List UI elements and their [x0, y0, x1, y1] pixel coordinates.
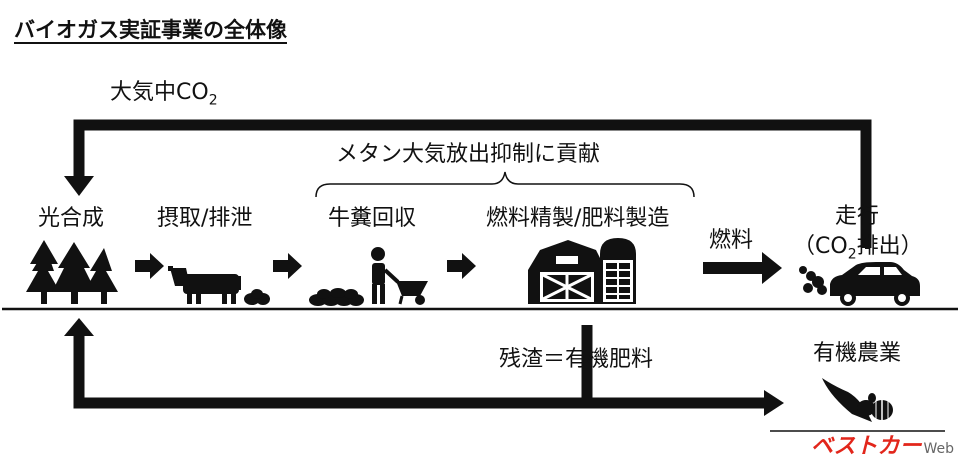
silo-icon	[600, 238, 636, 304]
atmosphere-co2-label: 大気中CO2	[110, 80, 218, 109]
watermark-suffix: Web	[923, 441, 954, 457]
fuel-label: 燃料	[709, 228, 754, 253]
watermark-text: ベストカー	[811, 434, 922, 459]
trees-icon	[26, 240, 118, 304]
cow-icon	[168, 266, 241, 304]
manure-collection-label: 牛糞回収	[328, 206, 417, 231]
top-co2-loop-arrow	[73, 119, 872, 248]
photosynthesis-label: 光合成	[38, 206, 105, 231]
manure-pile-icon	[309, 288, 364, 306]
driving-label: 走行	[835, 204, 880, 229]
car-icon	[830, 262, 920, 306]
worker-with-wheelbarrow-icon	[371, 247, 428, 305]
bottom-loop-arrowhead-right	[764, 390, 784, 416]
arrow-3	[447, 253, 476, 279]
residue-fertilizer-label: 残渣＝有機肥料	[499, 347, 654, 372]
co2-emission-label: （CO2排出）	[793, 234, 923, 263]
intake-excretion-label: 摂取/排泄	[157, 206, 253, 231]
arrow-2	[273, 253, 302, 279]
exhaust-cloud-icon	[799, 266, 827, 295]
bottom-loop-arrowhead-up	[64, 318, 94, 336]
cornucopia-icon	[822, 378, 893, 422]
barn-icon	[528, 240, 606, 304]
fuel-refining-label: 燃料精製/肥料製造	[486, 206, 670, 231]
methane-bracket	[315, 171, 695, 198]
dung-pile-icon	[244, 289, 270, 305]
top-loop-arrowhead	[64, 176, 94, 196]
methane-suppression-label: メタン大気放出抑制に貢献	[336, 142, 601, 167]
bottom-loop-arrow	[73, 325, 768, 409]
page-title: バイオガス実証事業の全体像	[14, 18, 287, 42]
arrow-1	[135, 253, 164, 279]
organic-farming-label: 有機農業	[813, 341, 902, 366]
fuel-arrow	[703, 252, 782, 284]
